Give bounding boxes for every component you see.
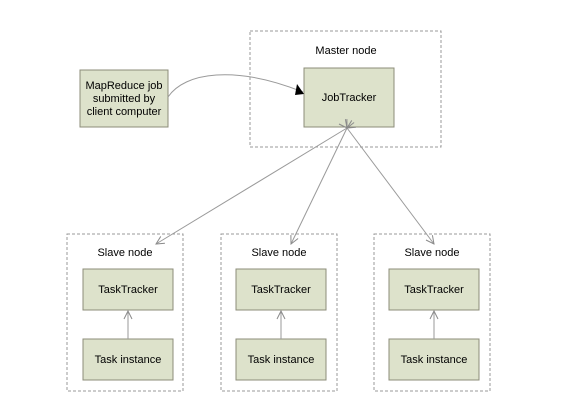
task-instance-label-1: Task instance <box>95 354 162 366</box>
tasktracker-box-3 <box>388 268 480 311</box>
slave-node-group-2: Slave node TaskTracker Task instance <box>220 233 338 392</box>
tasktracker-label-2: TaskTracker <box>251 284 311 296</box>
master-node-label: Master node <box>315 45 376 57</box>
client-job-line-1: MapReduce job <box>85 80 162 92</box>
tasktracker-label-3: TaskTracker <box>404 284 464 296</box>
slave-node-label-1: Slave node <box>97 247 152 259</box>
tasktracker-box-1 <box>82 268 174 311</box>
client-job-line-3: client computer <box>87 106 162 118</box>
slave-node-label-2: Slave node <box>251 247 306 259</box>
client-job-box-group: MapReduce job submitted by client comput… <box>79 69 169 128</box>
task-instance-box-1 <box>82 338 174 381</box>
jobtracker-label: JobTracker <box>322 92 377 104</box>
task-instance-box-3 <box>388 338 480 381</box>
slave-node-border-1 <box>66 233 184 392</box>
client-job-box <box>79 69 169 128</box>
client-to-jobtracker-arrowhead <box>295 84 304 95</box>
task-instance-box-2 <box>235 338 327 381</box>
client-to-jobtracker-connector <box>167 74 304 98</box>
master-node-group: Master node JobTracker <box>249 30 442 148</box>
task-instance-label-3: Task instance <box>401 354 468 366</box>
slave-node-group-3: Slave node TaskTracker Task instance <box>373 233 491 392</box>
jobtracker-slave-connector-1 <box>156 128 347 244</box>
tasktracker-label-1: TaskTracker <box>98 284 158 296</box>
tasktracker-box-2 <box>235 268 327 311</box>
slave-node-group-1: Slave node TaskTracker Task instance <box>66 233 184 392</box>
slave-node-label-3: Slave node <box>404 247 459 259</box>
jobtracker-slave-connector-3 <box>347 128 434 244</box>
client-job-line-2: submitted by <box>93 93 156 105</box>
jobtracker-slave-connector-2 <box>291 128 347 244</box>
task-instance-label-2: Task instance <box>248 354 315 366</box>
